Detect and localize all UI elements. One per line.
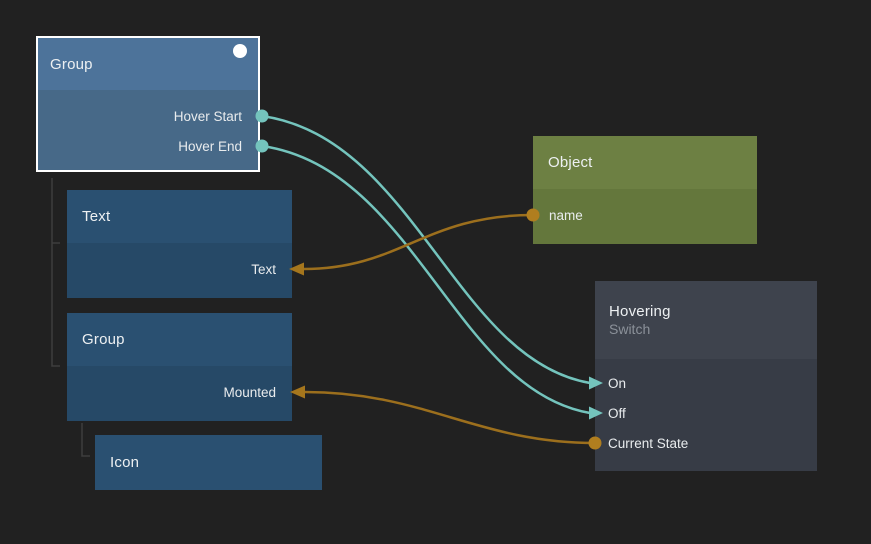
hierarchy-tree-line — [81, 423, 90, 457]
port-label: name — [549, 207, 583, 223]
node-hovering-switch[interactable]: Hovering Switch On Off Current State — [595, 281, 817, 471]
node-header: Text — [67, 190, 292, 243]
node-title: Object — [548, 154, 593, 171]
port-mounted[interactable]: Mounted — [67, 377, 292, 407]
node-subtitle: Switch — [609, 321, 651, 337]
port-label: Text — [251, 261, 276, 277]
port-current-state[interactable]: Current State — [595, 428, 817, 458]
port-label: Hover Start — [173, 108, 242, 124]
arrowhead-icon — [290, 385, 305, 399]
port-on[interactable]: On — [595, 368, 817, 398]
node-header: Hovering Switch — [595, 281, 817, 359]
node-body: Mounted — [67, 366, 292, 421]
node-title: Icon — [110, 454, 140, 471]
port-off[interactable]: Off — [595, 398, 817, 428]
port-label: Current State — [608, 435, 689, 451]
node-body: Text — [67, 243, 292, 298]
node-body: On Off Current State — [595, 359, 817, 471]
port-text[interactable]: Text — [67, 254, 292, 284]
connection-currentstate-to-mounted[interactable] — [304, 390, 596, 445]
node-title: Hovering — [609, 303, 671, 320]
connection-name-to-text[interactable] — [303, 213, 534, 271]
node-title: Text — [82, 208, 111, 225]
node-title: Group — [50, 55, 93, 73]
node-header: Group — [38, 38, 258, 90]
port-label: Mounted — [223, 384, 276, 400]
node-group-selected[interactable]: Group Hover Start Hover End — [36, 36, 260, 172]
port-hover-start[interactable]: Hover Start — [38, 101, 258, 131]
port-label: Off — [608, 405, 626, 421]
node-body: Hover Start Hover End — [38, 90, 258, 170]
port-hover-end[interactable]: Hover End — [38, 131, 258, 161]
node-object[interactable]: Object name — [533, 136, 757, 244]
node-title: Group — [82, 331, 125, 348]
node-group-child[interactable]: Group Mounted — [67, 313, 292, 421]
node-header: Object — [533, 136, 757, 189]
node-body: name — [533, 189, 757, 244]
hierarchy-tree-line — [51, 178, 60, 367]
selection-indicator-dot — [233, 44, 247, 58]
node-icon[interactable]: Icon — [95, 435, 322, 490]
port-label: Hover End — [178, 138, 242, 154]
port-name[interactable]: name — [533, 200, 757, 230]
port-label: On — [608, 375, 627, 391]
node-text[interactable]: Text Text — [67, 190, 292, 298]
node-header: Group — [67, 313, 292, 366]
node-header: Icon — [95, 435, 322, 490]
